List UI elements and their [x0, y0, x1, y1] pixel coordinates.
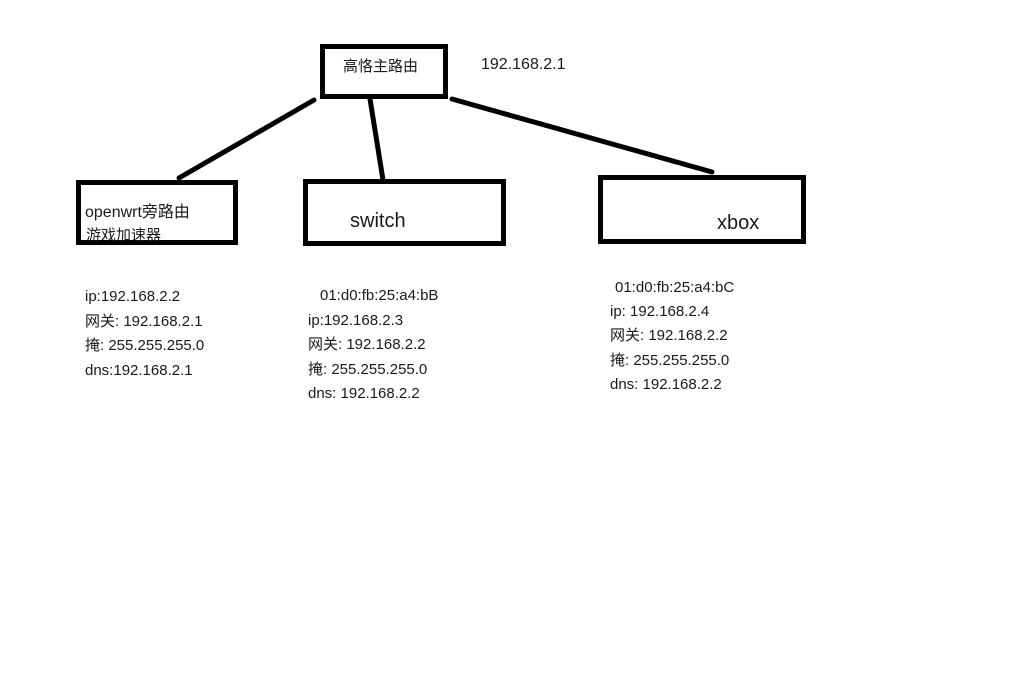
switch-name-label: switch [350, 210, 406, 232]
xbox-name-label: xbox [717, 212, 760, 234]
connector-router-to-openwrt [176, 97, 317, 181]
node-box-openwrt [76, 180, 238, 245]
main-router-label: 高恪主路由 [343, 58, 419, 75]
connector-router-to-switch [367, 96, 386, 183]
openwrt-ip-line: ip:192.168.2.2 [85, 288, 181, 305]
xbox-info-block: 01:d0:fb:25:a4:bC ip: 192.168.2.4 网关: 19… [610, 276, 734, 397]
switch-gateway-line: 网关: 192.168.2.2 [308, 336, 426, 353]
openwrt-dns-line: dns:192.168.2.1 [85, 361, 193, 379]
switch-dns-line: dns: 192.168.2.2 [308, 385, 420, 402]
node-box-xbox [598, 175, 806, 244]
switch-ip-line: ip:192.168.2.3 [308, 311, 404, 329]
xbox-mac-line: 01:d0:fb:25:a4:bC [615, 279, 735, 296]
openwrt-info-block: ip:192.168.2.2 网关: 192.168.2.1 掩: 255.25… [85, 285, 204, 383]
node-box-switch [303, 179, 506, 246]
main-router-ip-label: 192.168.2.1 [481, 56, 566, 73]
openwrt-name-label: openwrt旁路由 [85, 204, 190, 221]
xbox-dns-line: dns: 192.168.2.2 [610, 375, 722, 393]
xbox-mask-line: 掩: 255.255.255.0 [610, 351, 730, 369]
switch-info-block: 01:d0:fb:25:a4:bB ip:192.168.2.3 网关: 192… [308, 284, 438, 407]
switch-mac-line: 01:d0:fb:25:a4:bB [320, 287, 439, 304]
connector-router-to-xbox [449, 96, 715, 175]
openwrt-mask-line: 掩: 255.255.255.0 [85, 337, 205, 355]
openwrt-subtitle-label: 游戏加速器 [86, 227, 162, 244]
switch-mask-line: 掩: 255.255.255.0 [308, 360, 428, 378]
xbox-gateway-line: 网关: 192.168.2.2 [610, 327, 728, 345]
node-box-main-router [320, 44, 448, 99]
xbox-ip-line: ip: 192.168.2.4 [610, 303, 710, 321]
openwrt-gateway-line: 网关: 192.168.2.1 [85, 312, 203, 330]
